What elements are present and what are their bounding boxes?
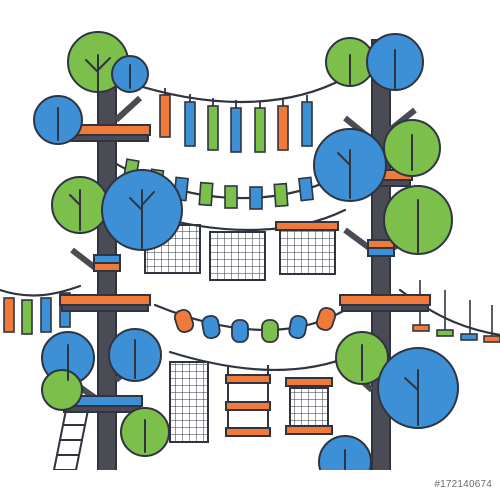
top-bar-2 [184, 101, 196, 147]
left-short-bridge-rope [0, 284, 82, 297]
top-bar-1 [159, 94, 171, 138]
top-bridge-rope [113, 76, 347, 104]
watermark-id: #172140674 [434, 479, 492, 490]
left-trunk-band-1 [93, 254, 121, 264]
top-bar-3 [207, 105, 219, 151]
barrel-bridge [173, 306, 337, 343]
right-bridge-planks [412, 280, 500, 343]
net-3-top-bar [275, 221, 339, 231]
top-bar-4 [230, 107, 242, 153]
crown-branches [57, 49, 419, 486]
top-hanging-bars [159, 88, 313, 153]
net-2 [209, 231, 266, 281]
right-trunk-band-2 [367, 247, 395, 257]
upper-nets [144, 221, 339, 281]
left-platform-middle [59, 294, 151, 306]
rope-ladder-2 [285, 377, 333, 435]
net-3 [279, 225, 336, 275]
watermark-bar: #172140674 [0, 470, 500, 500]
top-bar-6 [277, 105, 289, 151]
lower-net-1 [169, 361, 209, 443]
right-trunk-band-1 [367, 239, 395, 249]
lower-nets [169, 361, 333, 443]
crown-left-green-4 [41, 369, 83, 411]
right-tree-trunk [343, 39, 422, 500]
top-bar-7 [301, 101, 313, 147]
left-trunk-band-2 [93, 262, 121, 272]
right-platform-middle [339, 294, 431, 306]
rope-ladder-1 [225, 365, 271, 437]
top-bar-5 [254, 107, 266, 153]
